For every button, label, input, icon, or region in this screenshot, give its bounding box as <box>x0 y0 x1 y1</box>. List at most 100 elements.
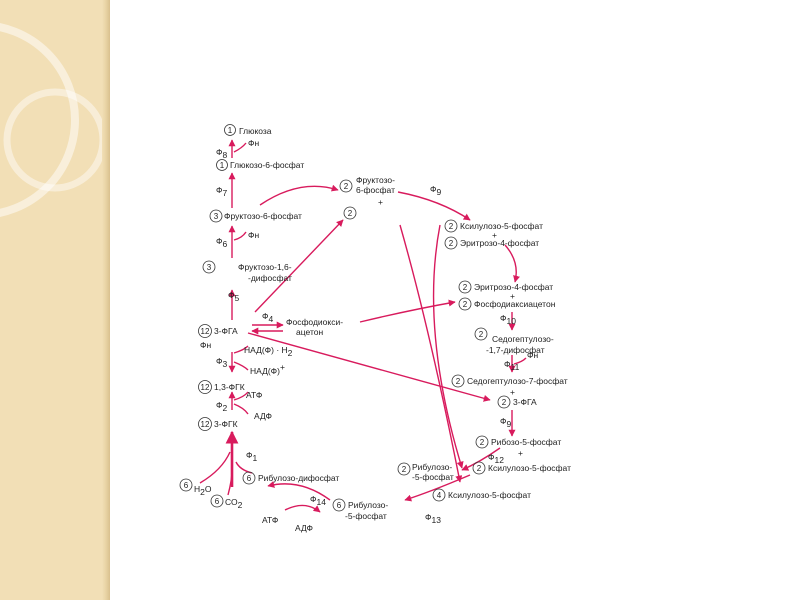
label-xylulose-5-phosphate-mid: Ксилулозо-5-фосфат <box>488 463 571 473</box>
label-enzyme-f7: Ф7 <box>216 185 227 198</box>
stoich-number: 2 <box>463 283 468 292</box>
label-dhap-left-line1: Фосфодиокси- <box>286 317 343 327</box>
label-atp-mid: АТФ <box>246 390 262 400</box>
label-sedoheptulose-7-phosphate: Седогептулозо-7-фосфат <box>467 376 568 386</box>
labels: Глюкоза Фн Ф8 Глюкозо-6-фосфат Ф7 Фрукто… <box>194 126 571 533</box>
arrow-r5p-to-ru5p <box>461 447 501 471</box>
label-enzyme-f5: Ф5 <box>228 290 239 303</box>
stoich-circle-erythrose-top: 2 <box>444 236 458 250</box>
label-enzyme-f9-right: Ф9 <box>500 416 511 429</box>
stoich-number: 1 <box>220 161 225 170</box>
arrow-link-to-xyl-bot <box>399 224 463 483</box>
stoich-circle-rubp: 6 <box>242 471 256 485</box>
stoich-number: 2 <box>449 239 454 248</box>
stoich-circle-dhap-right: 2 <box>458 297 472 311</box>
arrow-pga-to-pga-right <box>247 332 491 402</box>
stoich-circle-xylulose-bot: 4 <box>432 488 446 502</box>
label-plus-r5p: + <box>518 448 523 458</box>
stoich-number: 2 <box>480 438 485 447</box>
stoich-circle-r5p: 2 <box>475 435 489 449</box>
stoich-number: 3 <box>214 212 219 221</box>
stoich-number: 4 <box>437 491 442 500</box>
label-enzyme-f1: Ф1 <box>246 450 257 463</box>
stoich-circle-pga-right: 2 <box>497 395 511 409</box>
label-bpg: 1,3-ФГК <box>214 382 245 392</box>
stoich-circle-sbp: 2 <box>474 327 488 341</box>
arrow-adp-out <box>233 403 249 415</box>
arrow-to-xylulose-top <box>397 191 471 221</box>
label-atp-bottom: АТФ <box>262 515 278 525</box>
label-glucose-6-phosphate: Глюкозо-6-фосфат <box>230 160 304 170</box>
label-pi-f11: Фн <box>527 350 538 360</box>
label-enzyme-f6: Ф6 <box>216 236 227 249</box>
label-ribulose-diphosphate: Рибулозо-дифосфат <box>258 473 339 483</box>
label-enzyme-f9-top: Ф9 <box>430 184 441 197</box>
label-erythrose-4-phosphate-right: Эритрозо-4-фосфат <box>474 282 553 292</box>
arrow-nadph-in <box>233 345 249 354</box>
stoich-number: 2 <box>344 182 349 191</box>
label-co2: СО2 <box>225 497 243 510</box>
label-nadph: НАД(Ф) · Н2 <box>244 345 293 358</box>
label-enzyme-f8: Ф8 <box>216 147 227 160</box>
label-glucose: Глюкоза <box>239 126 272 136</box>
arrow-pi-release-top <box>233 142 247 153</box>
label-pi-top: Фн <box>248 138 259 148</box>
stoich-circle-xylulose-top: 2 <box>444 219 458 233</box>
stoich-number: 2 <box>402 465 407 474</box>
label-plus-s7p: + <box>510 387 515 397</box>
arrow-rubp-in <box>235 461 253 474</box>
slide-sidebar <box>0 0 110 600</box>
stoich-number: 2 <box>502 398 507 407</box>
label-sbp-line1: Седогептулозо- <box>492 334 554 344</box>
label-fructose-top-line1: Фруктозо- <box>356 175 395 185</box>
stoich-circle-s7p: 2 <box>451 374 465 388</box>
label-dhap-right: Фосфодиаксиацетон <box>474 299 556 309</box>
label-nadp: НАД(Ф)+ <box>250 362 285 376</box>
label-enzyme-f14: Ф14 <box>310 494 326 507</box>
arrow-h2o-in <box>199 451 231 484</box>
arrow-pi-release-f6 <box>233 231 247 241</box>
label-dhap-left-line2: ацетон <box>296 327 323 337</box>
stoich-number: 2 <box>456 377 461 386</box>
arrows <box>199 139 527 513</box>
label-enzyme-f10: Ф10 <box>500 313 516 326</box>
label-plus-right: + <box>510 291 515 301</box>
label-plus-top: + <box>378 197 383 207</box>
label-adp-bottom: АДФ <box>295 523 313 533</box>
label-xylulose-5-phosphate-bottom: Ксилулозо-5-фосфат <box>448 490 531 500</box>
stoich-circle-g6p: 1 <box>216 159 228 171</box>
label-fructose-top-line2: 6-фосфат <box>356 185 395 195</box>
arrow-pga-to-link <box>254 219 344 313</box>
label-enzyme-f13: Ф13 <box>425 512 441 525</box>
label-pi-left: Фн <box>200 340 211 350</box>
stoich-number: 6 <box>247 474 252 483</box>
stoich-circle-ribulose-mid: 2 <box>397 462 411 476</box>
arrow-f6p-to-fructose <box>259 184 339 206</box>
stoich-number: 2 <box>348 209 353 218</box>
label-pi-f6: Фн <box>248 230 259 240</box>
label-ribulose-bottom-line2: -5-фосфат <box>345 511 387 521</box>
stoich-number: 3 <box>207 263 212 272</box>
sidebar-ring-large <box>0 23 79 217</box>
stoich-number: 2 <box>463 300 468 309</box>
label-sbp-line2: -1,7-дифосфат <box>486 345 545 355</box>
stoich-circle-xylulose-mid: 2 <box>472 461 486 475</box>
label-erythrose-4-phosphate-top: Эритрозо-4-фосфат <box>460 238 539 248</box>
arrow-to-ru5p-bot <box>404 474 471 502</box>
stoich-number: 12 <box>201 383 210 392</box>
stoich-circle-link: 2 <box>343 206 357 220</box>
stoich-circle-erythrose-right: 2 <box>458 280 472 294</box>
stoich-number: 2 <box>477 464 482 473</box>
stoich-circle-pgk: 12 <box>198 417 212 431</box>
stoich-circle-glucose: 1 <box>224 124 236 136</box>
arrow-co2-in <box>227 469 233 496</box>
label-xylulose-5-phosphate-top: Ксилулозо-5-фосфат <box>460 221 543 231</box>
stoich-number: 2 <box>449 222 454 231</box>
stoich-number: 1 <box>228 126 233 135</box>
stoich-circle-pga: 12 <box>198 324 212 338</box>
arrow-atp-in <box>233 391 249 401</box>
label-ribulose-bottom-line1: Рибулозо- <box>348 500 388 510</box>
stoich-number: 12 <box>201 420 210 429</box>
label-ribulose-mid-line2: -5-фосфат <box>412 472 454 482</box>
stoich-number: 6 <box>215 497 220 506</box>
